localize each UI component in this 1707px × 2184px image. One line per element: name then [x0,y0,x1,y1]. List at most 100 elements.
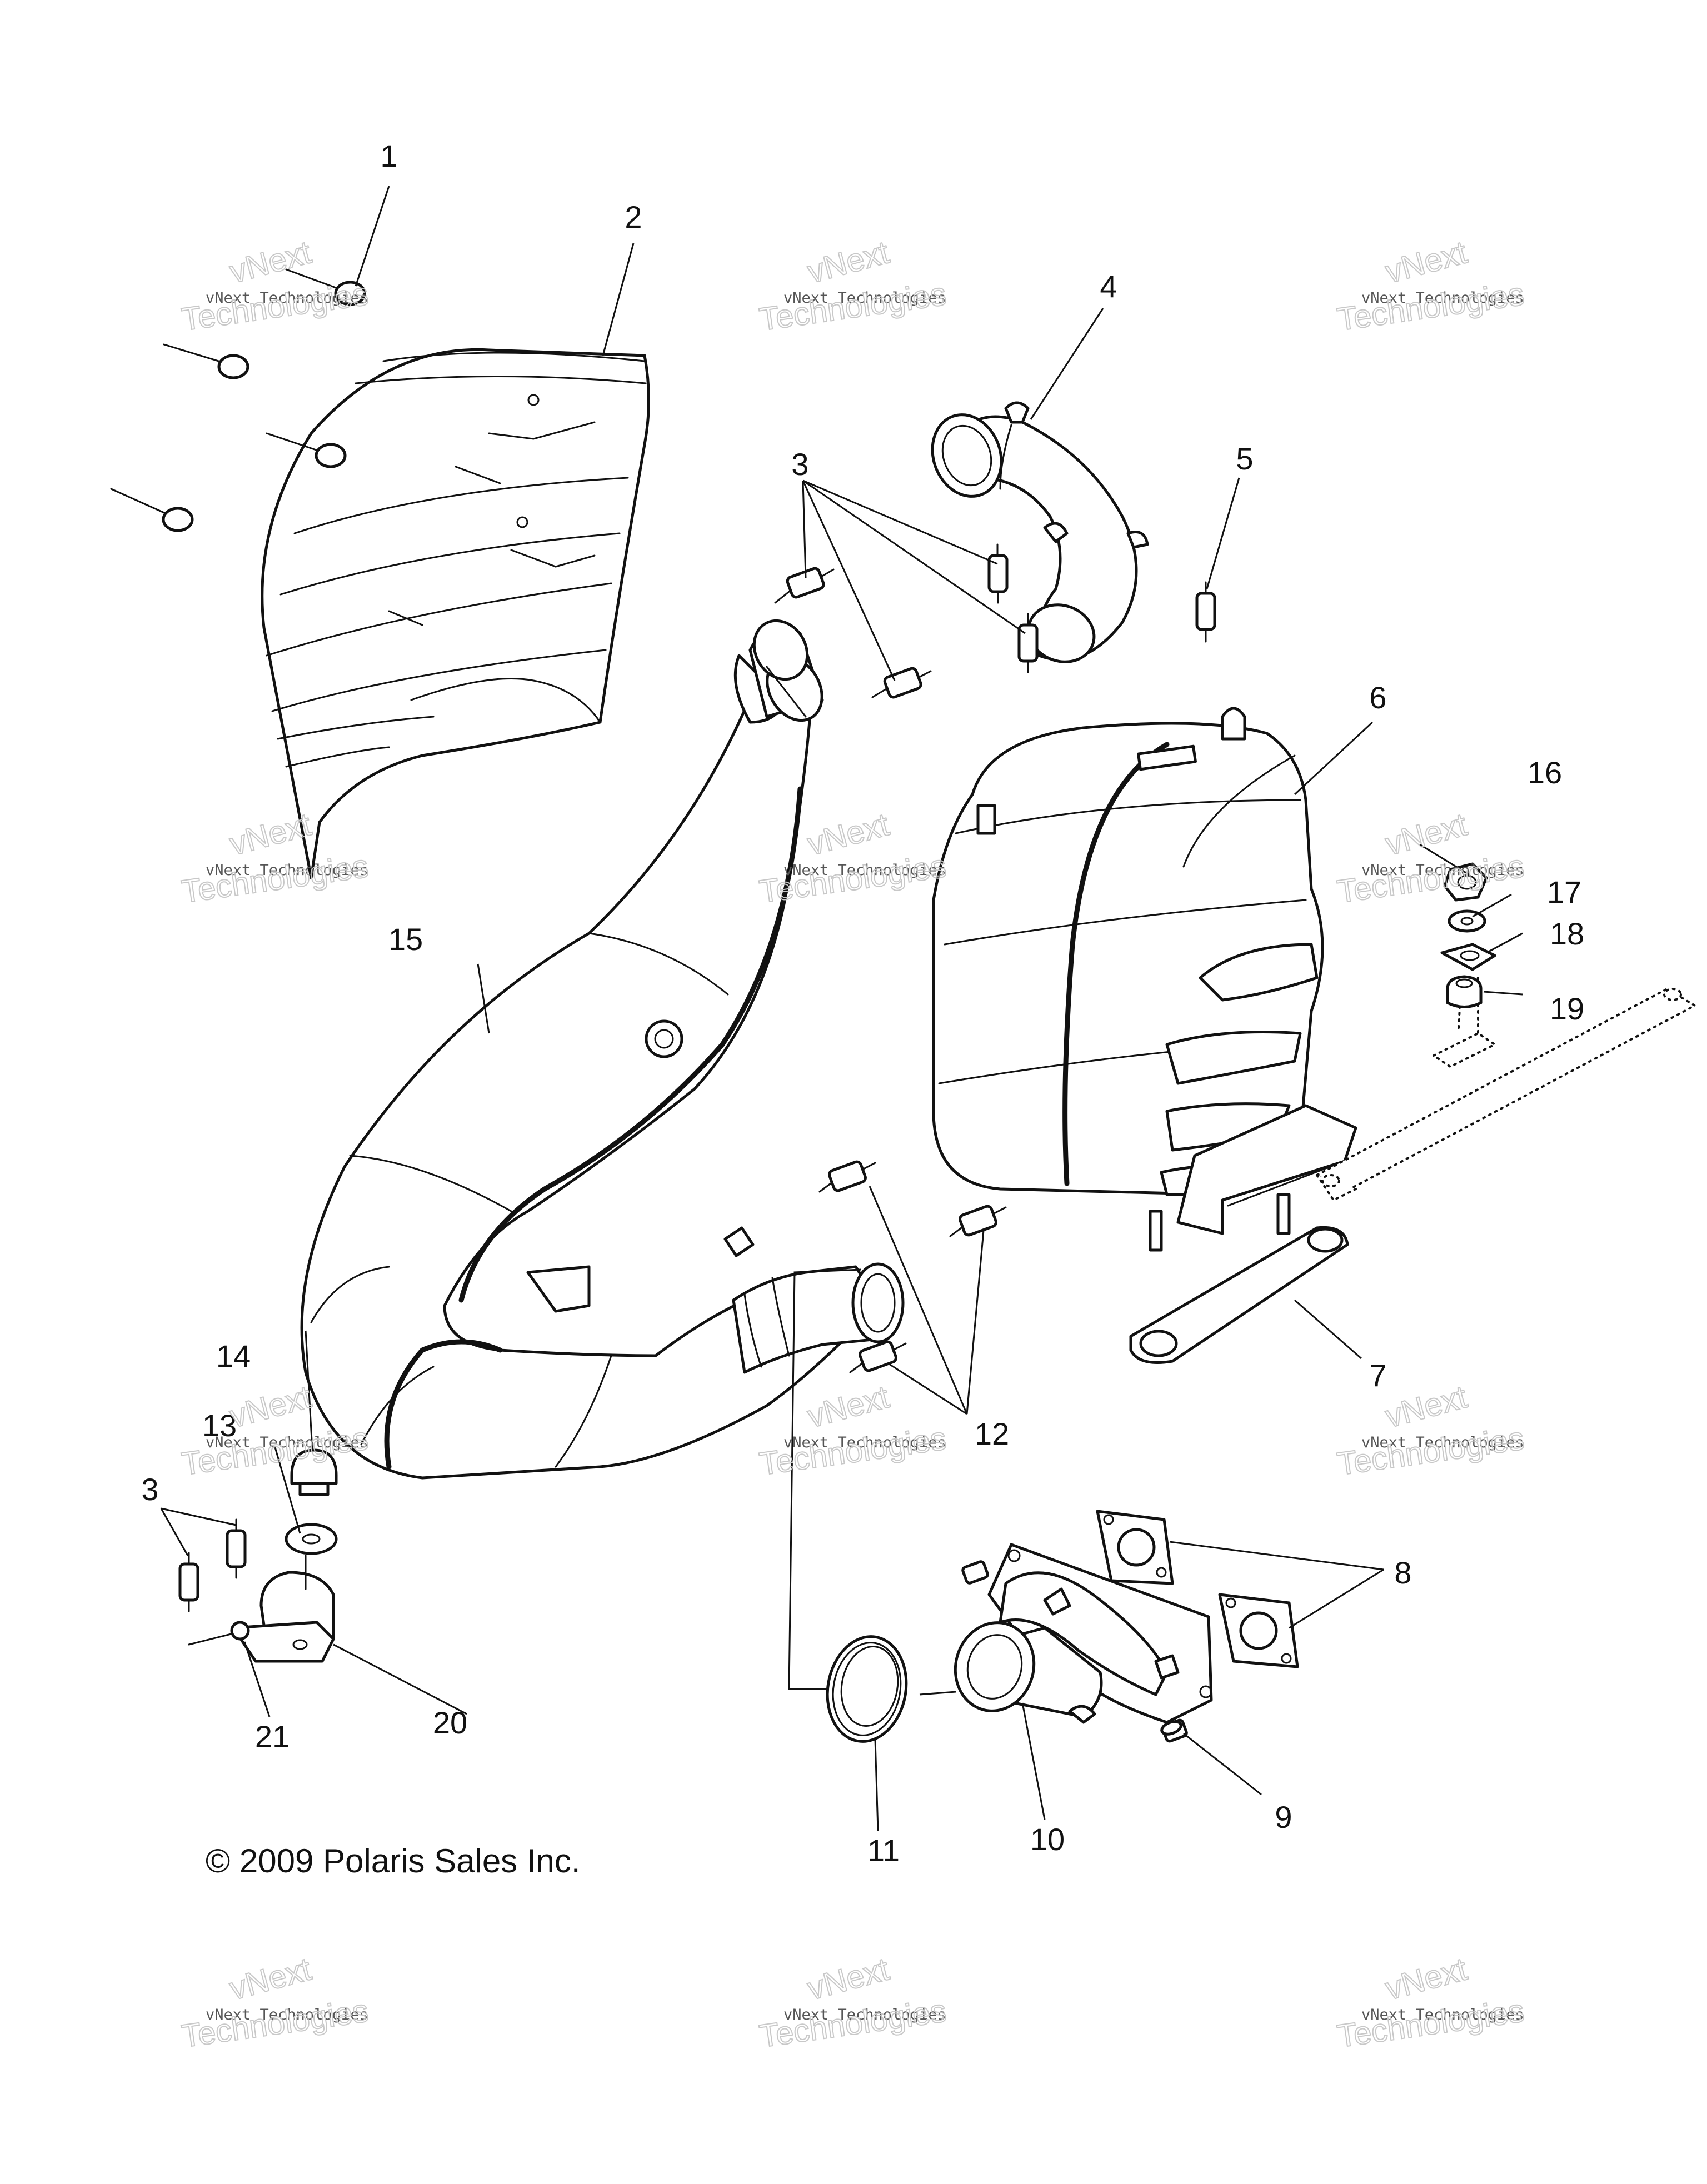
svg-text:vNext Technologies: vNext Technologies [783,1434,946,1451]
watermark-r1c2: vNext vNext Technologies Technologies [757,233,949,338]
svg-text:vNext Technologies: vNext Technologies [1361,2006,1524,2023]
watermark-r4c1: vNext vNext Technologies Technologies [179,1950,371,2055]
callout-19: 19 [1550,991,1584,1026]
frame-member-reference [1314,977,1698,1202]
part-15-outlet-pipe [723,1226,905,1374]
watermark-r1c3: vNext vNext Technologies Technologies [1335,233,1527,338]
part-12-spring-b [949,1205,1007,1237]
callout-12: 12 [975,1416,1009,1451]
svg-text:vNext: vNext [804,1378,893,1435]
svg-text:vNext: vNext [226,1951,315,2007]
part-3-spring-lower-b [178,1552,199,1612]
watermark-r4c2: vNext vNext Technologies Technologies [757,1950,949,2055]
svg-text:vNext: vNext [804,806,893,862]
part-3-spring-upper-right-b [1017,613,1039,673]
callout-3-upper: 3 [791,447,808,482]
svg-text:vNext: vNext [1382,234,1471,290]
svg-text:vNext Technologies: vNext Technologies [206,862,368,879]
part-8-gasket-b [1218,1593,1299,1668]
callout-11: 11 [867,1833,900,1868]
watermark-r3c2: vNext vNext Technologies Technologies [757,1378,949,1482]
part-8-gasket-a [1096,1510,1174,1585]
part-21-screw [188,1621,250,1646]
callout-numbers: 1 2 3 4 5 6 7 8 9 10 11 12 13 14 15 16 1… [141,138,1584,1868]
callout-15: 15 [388,922,423,957]
part-14-cap [290,1448,338,1496]
svg-text:Technologies: Technologies [1335,276,1526,337]
rivet-4 [110,488,194,532]
watermark-r2c1: vNext vNext Technologies Technologies [179,806,371,910]
callout-20: 20 [433,1705,467,1740]
callout-13: 13 [202,1408,237,1443]
part-15-inlet-pipe [733,619,824,724]
callout-18: 18 [1550,916,1584,951]
part-2-heat-shield [261,348,650,879]
svg-text:vNext: vNext [226,1378,315,1435]
part-10-exhaust-manifold [954,1543,1213,1724]
svg-text:Technologies: Technologies [179,276,371,337]
part-7-plate [1129,1226,1349,1364]
callout-21: 21 [255,1719,290,1754]
callout-10: 10 [1030,1822,1065,1857]
part-3-spring-upper-right-a [987,543,1009,604]
callout-9: 9 [1275,1800,1292,1835]
copyright-text: © 2009 Polaris Sales Inc. [206,1842,581,1880]
svg-text:vNext Technologies: vNext Technologies [206,2006,368,2023]
part-11-seal-ring [826,1635,908,1743]
callout-3-lower: 3 [141,1472,158,1507]
svg-text:Technologies: Technologies [1335,848,1526,909]
part-12-spring-a [818,1160,876,1193]
part-1-rivets [110,268,366,532]
svg-text:vNext: vNext [226,234,315,290]
watermark-r3c3: vNext vNext Technologies Technologies [1335,1378,1527,1482]
part-4-y-pipe [931,401,1149,663]
callout-8: 8 [1394,1555,1411,1590]
svg-text:vNext Technologies: vNext Technologies [1361,289,1524,307]
part-3-spring-upper-left [774,567,835,604]
svg-text:vNext Technologies: vNext Technologies [783,289,946,307]
part-9-bolt [1160,1718,1188,1743]
callout-7: 7 [1369,1358,1386,1393]
svg-text:vNext: vNext [226,806,315,862]
part-17-washer [1448,909,1486,933]
part-13-washer [284,1523,338,1555]
svg-text:vNext: vNext [1382,1378,1471,1435]
part-12-spring-c [849,1340,907,1373]
callout-16: 16 [1528,755,1562,790]
svg-text:Technologies: Technologies [179,1992,371,2054]
watermark-r4c3: vNext vNext Technologies Technologies [1335,1950,1527,2055]
part-5-spring [1195,581,1216,643]
part-3-spring-upper-mid [871,667,932,699]
watermark-r2c3: vNext vNext Technologies Technologies [1335,806,1527,910]
svg-text:vNext Technologies: vNext Technologies [1361,862,1524,879]
callout-2: 2 [625,199,642,234]
part-3-spring-lower-a [226,1518,247,1579]
part-19-grommet [1446,975,1483,1008]
part-20-bracket [232,1555,335,1663]
svg-text:Technologies: Technologies [1335,1992,1526,2054]
callout-6: 6 [1369,680,1386,715]
svg-text:vNext: vNext [1382,806,1471,862]
svg-text:vNext Technologies: vNext Technologies [206,289,368,307]
svg-text:Technologies: Technologies [757,1420,949,1482]
callout-1: 1 [380,138,397,173]
svg-text:Technologies: Technologies [757,276,949,337]
callout-17: 17 [1547,874,1581,909]
watermark-r1c1: vNext vNext Technologies Technologies [179,233,371,338]
rivet-3 [266,432,347,468]
svg-text:Technologies: Technologies [1335,1420,1526,1482]
part-18-grommet [1440,943,1496,971]
svg-text:vNext: vNext [804,234,893,290]
callout-5: 5 [1236,441,1253,476]
svg-text:Technologies: Technologies [757,1992,949,2054]
callout-4: 4 [1100,269,1117,304]
rivet-1 [285,268,366,306]
svg-text:vNext: vNext [1382,1951,1471,2007]
leader-lines [160,186,1523,1831]
svg-text:Technologies: Technologies [179,848,371,909]
svg-text:vNext Technologies: vNext Technologies [783,862,946,879]
rivet-2 [163,343,249,379]
svg-text:vNext Technologies: vNext Technologies [206,1434,368,1451]
svg-text:vNext Technologies: vNext Technologies [783,2006,946,2023]
